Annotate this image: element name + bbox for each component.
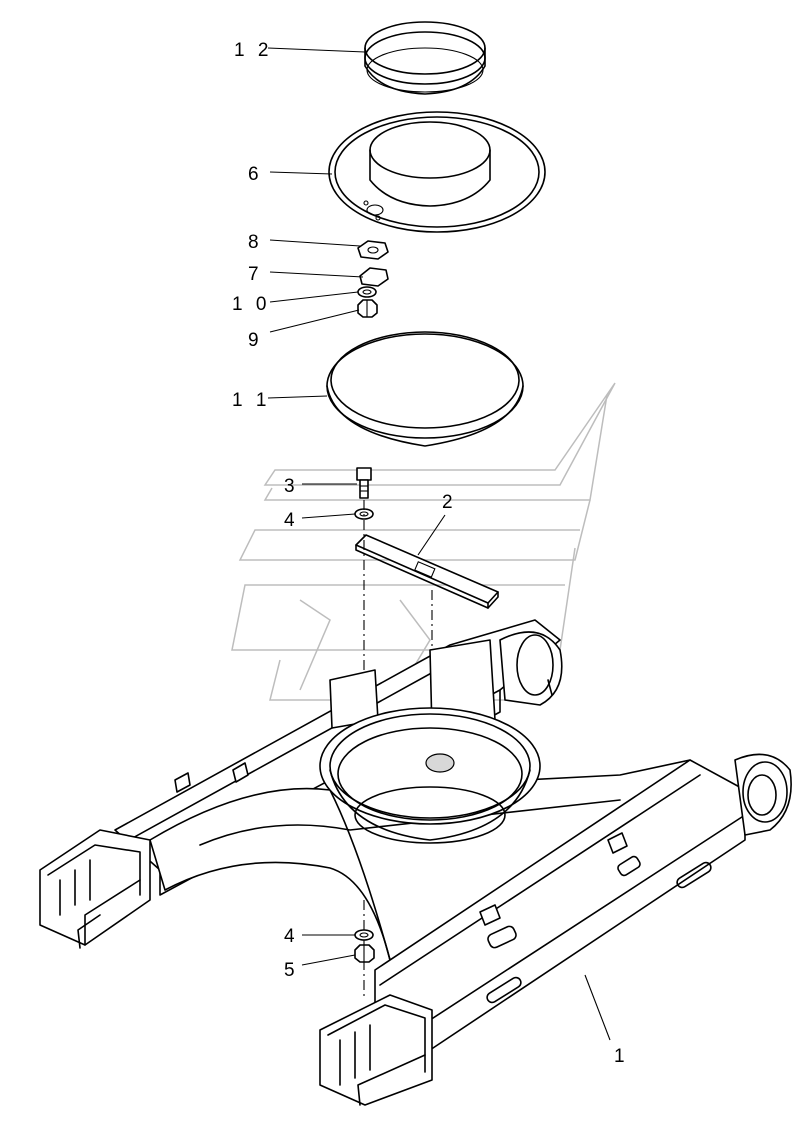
- part-8-plate: [357, 240, 389, 260]
- part-11-ring: [326, 331, 524, 447]
- part-9-nut: [357, 299, 378, 318]
- leader-lines: [267, 47, 611, 1041]
- callout-7: 7: [248, 264, 263, 285]
- callout-labels: 1 2 6 8 7 1 0 9 1 1 3 2 4 4 5 1: [232, 40, 629, 1067]
- callout-8: 8: [248, 232, 263, 253]
- callout-9: 9: [248, 330, 263, 351]
- part-1-track-frame: [39, 619, 792, 1106]
- callout-4-upper: 4: [284, 510, 299, 531]
- part-2-plate-bar: [355, 534, 499, 609]
- callout-5: 5: [284, 960, 299, 981]
- part-7-gasket: [359, 267, 389, 287]
- part-3-bolt: [356, 467, 372, 499]
- callout-2: 2: [442, 492, 457, 513]
- part-5-nut: [354, 944, 375, 963]
- part-6-cover-plate: [328, 111, 546, 233]
- callout-12: 1 2: [234, 40, 272, 61]
- callout-3: 3: [284, 476, 299, 497]
- callout-10: 1 0: [232, 294, 270, 315]
- part-4-washer-lower: [354, 929, 374, 941]
- part-12-seal-ring: [364, 21, 486, 95]
- callout-6: 6: [248, 164, 263, 185]
- callout-1: 1: [614, 1046, 629, 1067]
- callout-4-lower: 4: [284, 926, 299, 947]
- part-10-washer: [357, 286, 377, 298]
- callout-11: 1 1: [232, 390, 270, 411]
